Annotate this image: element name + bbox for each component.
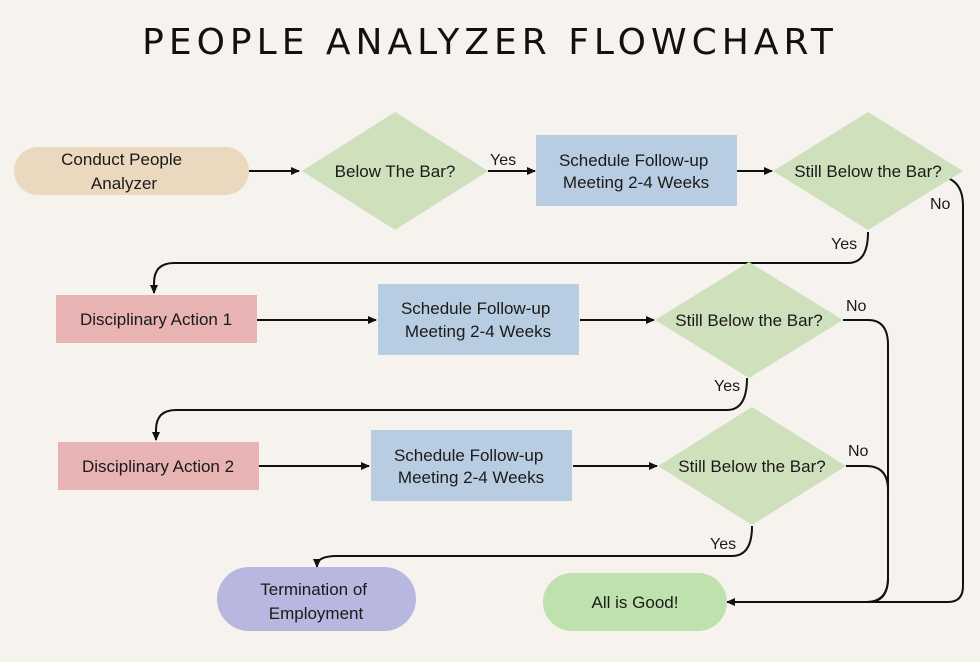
node-all-good: All is Good!	[543, 573, 727, 631]
label-still-below-3-yes: Yes	[710, 536, 736, 553]
page-title: PEOPLE ANALYZER FLOWCHART	[142, 22, 838, 63]
svg-text:Schedule Follow-up Meeti: Schedule Follow-up Meeting 2-4 Weeks	[559, 151, 713, 192]
node-conduct-line-2: Analyzer	[91, 174, 157, 193]
edges	[150, 167, 964, 606]
label-still-below-3-no: No	[848, 443, 869, 460]
node-conduct-shape	[14, 147, 249, 195]
node-followup-2-line-1: Schedule Follow-up	[401, 299, 550, 318]
node-followup-1-line-1: Schedule Follow-up	[559, 151, 708, 170]
node-followup-3-shape	[371, 430, 572, 501]
node-disciplinary-2-label: Disciplinary Action 2	[82, 457, 234, 476]
node-followup-1-shape	[536, 135, 737, 206]
edge-still-below-3-yes	[313, 525, 753, 568]
node-still-below-3-shape	[658, 407, 846, 525]
node-termination-line-1: Termination of	[260, 580, 367, 599]
edge-still-below-2-yes	[152, 377, 748, 441]
svg-text:Schedule Follow-up Meeti: Schedule Follow-up Meeting 2-4 Weeks	[401, 299, 555, 341]
node-conduct-line-1: Conduct People	[61, 150, 182, 169]
node-followup-3: Schedule Follow-up Meeting 2-4 Weeks	[371, 430, 572, 501]
label-below-bar-yes: Yes	[490, 152, 516, 169]
node-still-below-2-label: Still Below the Bar?	[675, 311, 822, 330]
node-all-good-label: All is Good!	[592, 593, 679, 612]
svg-text:Conduct People Analyzer: Conduct People Analyzer	[61, 150, 187, 193]
svg-text:Schedule Follow-up Meeti: Schedule Follow-up Meeting 2-4 Weeks	[394, 446, 548, 487]
node-termination-shape	[217, 567, 416, 631]
node-followup-3-line-1: Schedule Follow-up	[394, 446, 543, 465]
edge-labels: Yes No Yes No Yes No Yes	[490, 152, 951, 553]
node-still-below-2-shape	[655, 262, 843, 378]
node-below-bar-shape	[302, 112, 488, 230]
svg-text:Termination of Employmen: Termination of Employment	[260, 580, 372, 623]
edge-still-below-1-no	[726, 175, 964, 606]
node-disciplinary-1: Disciplinary Action 1	[56, 295, 257, 343]
node-followup-1-line-2: Meeting 2-4 Weeks	[563, 173, 709, 192]
label-still-below-1-yes: Yes	[831, 236, 857, 253]
edge-still-below-3-no	[800, 465, 889, 603]
node-still-below-1: Still Below the Bar?	[773, 112, 963, 230]
node-conduct: Conduct People Analyzer	[14, 147, 249, 195]
node-disciplinary-2: Disciplinary Action 2	[58, 442, 259, 490]
node-followup-2-shape	[378, 284, 579, 355]
node-followup-2-line-2: Meeting 2-4 Weeks	[405, 322, 551, 341]
label-still-below-2-no: No	[846, 298, 867, 315]
node-disciplinary-1-label: Disciplinary Action 1	[80, 310, 232, 329]
node-still-below-3-label: Still Below the Bar?	[678, 457, 825, 476]
node-termination: Termination of Employment	[217, 567, 416, 631]
node-below-bar-label: Below The Bar?	[335, 162, 456, 181]
node-termination-line-2: Employment	[269, 604, 364, 623]
node-still-below-3: Still Below the Bar?	[658, 407, 846, 525]
node-followup-2: Schedule Follow-up Meeting 2-4 Weeks	[378, 284, 579, 355]
node-disciplinary-1-shape	[56, 295, 257, 343]
edge-still-below-1-yes	[150, 231, 869, 294]
node-all-good-shape	[543, 573, 727, 631]
node-still-below-2: Still Below the Bar?	[655, 262, 843, 378]
node-followup-1: Schedule Follow-up Meeting 2-4 Weeks	[536, 135, 737, 206]
node-below-bar: Below The Bar?	[302, 112, 488, 230]
node-still-below-1-label: Still Below the Bar?	[794, 162, 941, 181]
node-disciplinary-2-shape	[58, 442, 259, 490]
label-still-below-1-no: No	[930, 196, 951, 213]
label-still-below-2-yes: Yes	[714, 378, 740, 395]
node-followup-3-line-2: Meeting 2-4 Weeks	[398, 468, 544, 487]
node-still-below-1-shape	[773, 112, 963, 230]
